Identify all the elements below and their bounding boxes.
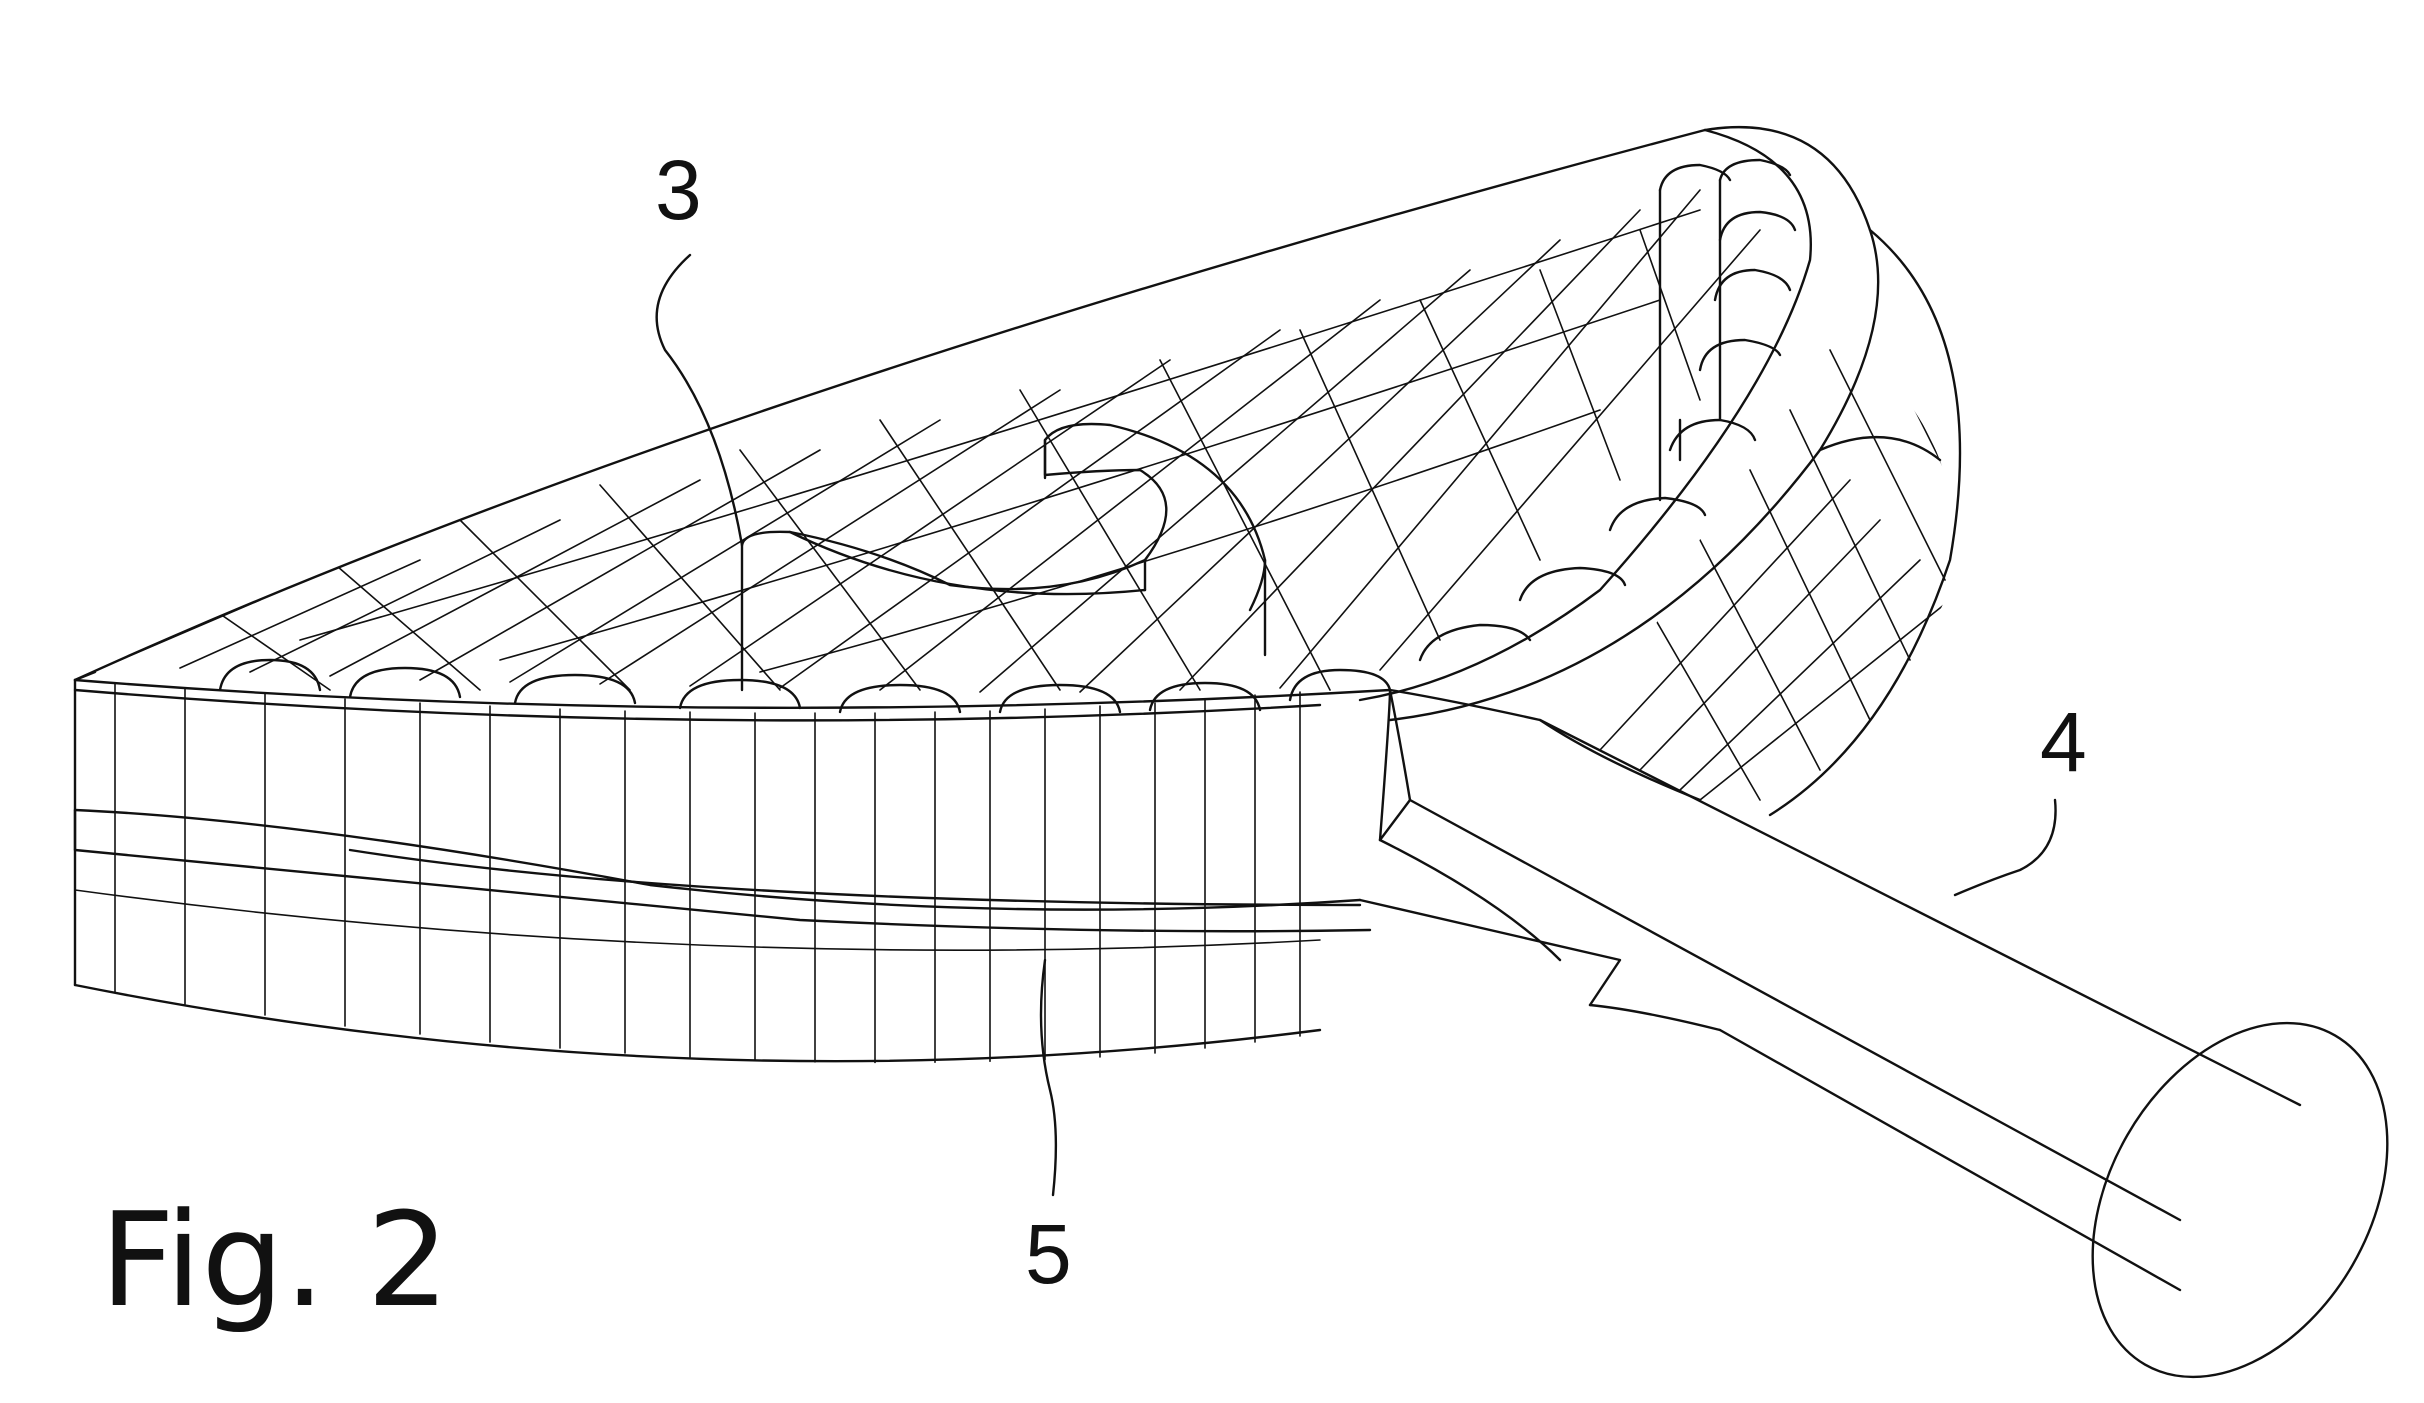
front-band-top-edge [73, 678, 1392, 709]
cylinder-row-front [218, 658, 1392, 714]
reference-numeral-3: 3 [655, 143, 702, 237]
leader-line-3 [655, 253, 744, 547]
right-band-grid [1599, 300, 1954, 801]
tray-rim-inner [1358, 128, 1812, 702]
tray-mesh-surface [119, 189, 1761, 693]
front-band-bottom-edge [73, 983, 1322, 1063]
reference-numeral-5: 5 [1025, 1207, 1072, 1301]
tray-back-edge [73, 128, 1707, 682]
tray-rim-outer [1388, 125, 1880, 722]
handle [1378, 688, 2389, 1379]
figure-caption: Fig. 2 [100, 1184, 450, 1336]
cylinder-row-right [1418, 158, 1797, 662]
right-band-outer-edge [1768, 228, 1962, 817]
handle-end-cap [2091, 1021, 2389, 1379]
leader-line-5 [1039, 958, 1058, 1197]
leader-line-4 [1953, 798, 2057, 897]
front-band-grid [75, 682, 1321, 1064]
groove [73, 808, 1622, 1007]
reference-numeral-4: 4 [2040, 695, 2087, 789]
bite-block [740, 422, 1267, 692]
